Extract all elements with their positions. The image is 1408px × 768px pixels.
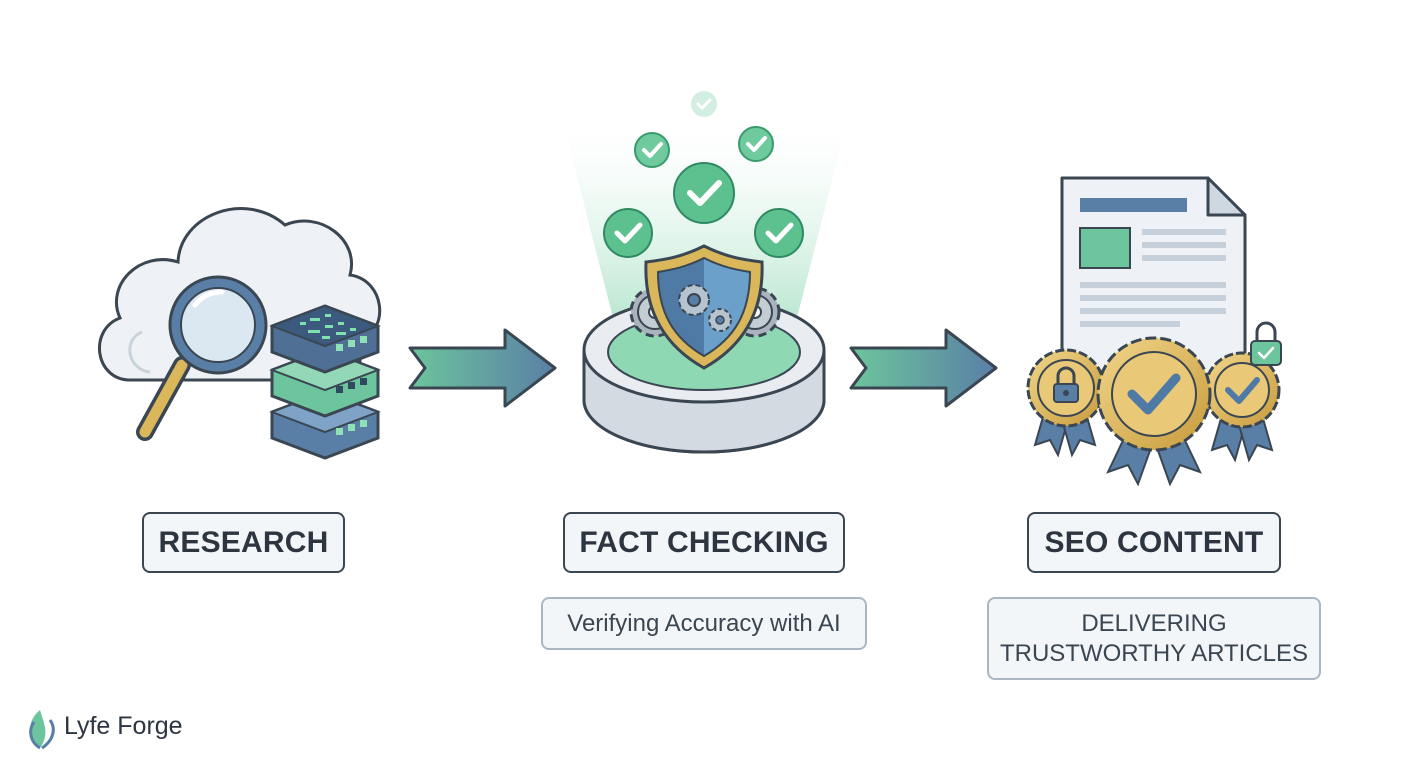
brand-name: Lyfe Forge xyxy=(64,712,183,740)
padlock-icon xyxy=(1053,366,1079,403)
magnifier-icon xyxy=(136,275,268,441)
shield-icon xyxy=(644,244,764,370)
step-description-seo-content: DELIVERING TRUSTWORTHY ARTICLES xyxy=(987,597,1321,680)
leaf-logo-icon xyxy=(29,710,55,750)
award-badge-icon xyxy=(1096,336,1212,487)
award-badge-icon xyxy=(1203,351,1281,463)
step-description-line: DELIVERING xyxy=(1081,609,1227,637)
checkmark-icon xyxy=(754,208,804,258)
step-description-text: Verifying Accuracy with AI xyxy=(567,609,841,637)
padlock-icon xyxy=(1250,321,1282,366)
checkmark-icon xyxy=(634,132,670,168)
step-label-text: SEO CONTENT xyxy=(1044,525,1264,559)
step-label-seo-content: SEO CONTENT xyxy=(1027,512,1281,573)
step-description-fact-checking: Verifying Accuracy with AI xyxy=(541,597,867,650)
document-icon xyxy=(1060,176,1247,377)
arrow-right-icon xyxy=(849,328,998,408)
step-label-text: RESEARCH xyxy=(158,525,329,559)
server-stack-icon xyxy=(269,304,381,460)
checkmark-icon xyxy=(738,126,774,162)
checkmark-icon xyxy=(603,208,653,258)
brand-logo: Lyfe Forge xyxy=(26,712,183,741)
checkmark-icon xyxy=(691,91,717,117)
step-label-fact-checking: FACT CHECKING xyxy=(563,512,845,573)
arrow-right-icon xyxy=(408,328,557,408)
step-label-text: FACT CHECKING xyxy=(579,525,829,559)
checkmark-icon xyxy=(673,162,735,224)
step-description-line: TRUSTWORTHY ARTICLES xyxy=(999,639,1309,667)
step-label-research: RESEARCH xyxy=(142,512,345,573)
light-beam xyxy=(565,130,845,345)
